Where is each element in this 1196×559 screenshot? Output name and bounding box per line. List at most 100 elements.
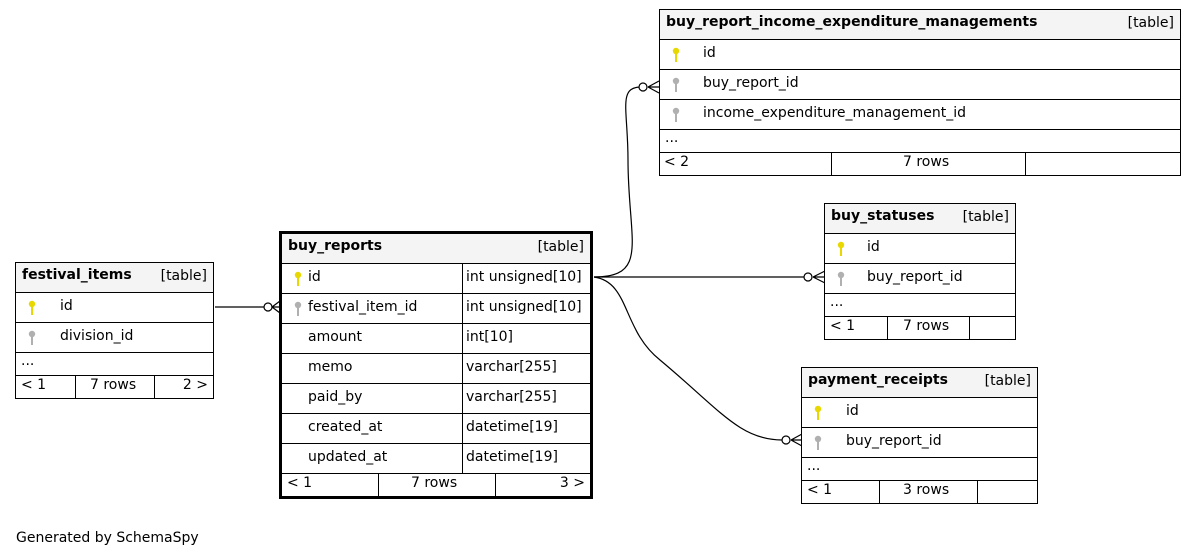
column-type-cell: datetime[19] xyxy=(462,414,558,443)
crowfoot-marker xyxy=(812,270,826,284)
children-link[interactable] xyxy=(1025,153,1180,175)
column-type: varchar[255] xyxy=(466,359,557,375)
table-header: buy_statuses [table] xyxy=(825,204,1015,234)
row-count-text: 7 rows xyxy=(90,377,137,393)
column-type-cell: varchar[255] xyxy=(462,384,557,413)
parents-count: < 2 xyxy=(664,154,690,170)
children-count: 3 > xyxy=(559,475,585,491)
table-name[interactable]: buy_statuses xyxy=(831,208,935,224)
column-row[interactable]: memo varchar[255] xyxy=(282,354,590,384)
column-name: buy_report_id xyxy=(867,269,963,285)
column-name: memo xyxy=(308,359,353,375)
children-link[interactable]: 2 > xyxy=(154,376,213,398)
zero-marker xyxy=(803,272,813,282)
column-name: amount xyxy=(308,329,363,345)
crowfoot-marker xyxy=(790,433,803,447)
column-name: created_at xyxy=(308,419,383,435)
column-name: paid_by xyxy=(308,389,363,405)
column-name: id xyxy=(867,239,880,255)
column-row[interactable]: buy_report_id xyxy=(660,70,1180,100)
children-link[interactable] xyxy=(969,317,1015,339)
column-type: int unsigned[10] xyxy=(466,299,582,315)
column-row[interactable]: id xyxy=(825,234,1015,264)
primary-key-icon xyxy=(814,405,822,420)
column-row[interactable]: updated_at datetime[19] xyxy=(282,444,590,474)
children-link[interactable]: 3 > xyxy=(495,474,590,496)
table-kind: [table] xyxy=(962,209,1009,225)
column-row[interactable]: paid_by varchar[255] xyxy=(282,384,590,414)
column-name: id xyxy=(846,403,859,419)
zero-marker xyxy=(781,435,791,445)
column-name: id xyxy=(703,45,716,61)
children-count: 2 > xyxy=(182,377,208,393)
column-row[interactable]: division_id xyxy=(16,323,213,353)
parents-link[interactable]: < 1 xyxy=(282,474,379,496)
column-type: int unsigned[10] xyxy=(466,269,582,285)
column-name: updated_at xyxy=(308,449,388,465)
column-row[interactable]: id int unsigned[10] xyxy=(282,264,590,294)
table-footer: < 1 7 rows 2 > xyxy=(16,376,213,398)
row-count: 7 rows xyxy=(887,317,970,339)
table-header: payment_receipts [table] xyxy=(802,368,1037,398)
table-footer: < 1 7 rows xyxy=(825,317,1015,339)
column-row[interactable]: id xyxy=(802,398,1037,428)
crowfoot-marker xyxy=(647,80,660,94)
table-buy-statuses[interactable]: buy_statuses [table] id buy_report_id ..… xyxy=(824,203,1016,340)
row-count: 3 rows xyxy=(879,481,978,503)
table-name[interactable]: payment_receipts xyxy=(808,372,948,388)
column-row[interactable]: buy_report_id xyxy=(825,264,1015,294)
foreign-key-icon xyxy=(837,271,845,286)
column-row[interactable]: income_expenditure_management_id xyxy=(660,100,1180,130)
row-count-text: 7 rows xyxy=(903,154,950,170)
column-name: id xyxy=(60,298,73,314)
column-row[interactable]: id xyxy=(16,293,213,323)
row-count: 7 rows xyxy=(378,474,496,496)
table-payment-receipts[interactable]: payment_receipts [table] id buy_report_i… xyxy=(801,367,1038,504)
row-count: 7 rows xyxy=(75,376,155,398)
children-link[interactable] xyxy=(977,481,1037,503)
table-header: buy_report_income_expenditure_management… xyxy=(660,10,1180,40)
column-row[interactable]: created_at datetime[19] xyxy=(282,414,590,444)
table-buy-report-income-expenditure-managements[interactable]: buy_report_income_expenditure_management… xyxy=(659,9,1181,176)
column-type: datetime[19] xyxy=(466,419,558,435)
ellipsis-text: ... xyxy=(21,353,35,369)
parents-link[interactable]: < 1 xyxy=(802,481,880,503)
column-row[interactable]: festival_item_id int unsigned[10] xyxy=(282,294,590,324)
column-name: income_expenditure_management_id xyxy=(703,105,967,121)
parents-link[interactable]: < 1 xyxy=(825,317,888,339)
parents-link[interactable]: < 1 xyxy=(16,376,76,398)
primary-key-icon xyxy=(28,300,36,315)
column-name: division_id xyxy=(60,328,134,344)
more-columns-ellipsis: ... xyxy=(660,130,1180,153)
table-kind: [table] xyxy=(984,373,1031,389)
column-row[interactable]: buy_report_id xyxy=(802,428,1037,458)
table-buy-reports[interactable]: buy_reports [table] id int unsigned[10] … xyxy=(279,231,593,499)
primary-key-icon xyxy=(672,47,680,62)
table-name[interactable]: buy_report_income_expenditure_management… xyxy=(666,14,1038,30)
column-name: id xyxy=(308,269,321,285)
foreign-key-icon xyxy=(672,77,680,92)
foreign-key-icon xyxy=(294,301,302,316)
zero-marker xyxy=(638,82,648,92)
table-kind: [table] xyxy=(537,239,584,255)
column-type-cell: varchar[255] xyxy=(462,354,557,383)
relation-buy-reports-payment-receipts xyxy=(593,276,783,441)
table-name[interactable]: buy_reports xyxy=(288,238,383,254)
foreign-key-icon xyxy=(28,330,36,345)
column-row[interactable]: amount int[10] xyxy=(282,324,590,354)
column-name: festival_item_id xyxy=(308,299,418,315)
table-name[interactable]: festival_items xyxy=(22,267,132,283)
table-festival-items[interactable]: festival_items [table] id division_id ..… xyxy=(15,262,214,399)
table-footer: < 2 7 rows xyxy=(660,153,1180,175)
table-kind: [table] xyxy=(1127,15,1174,31)
column-type: datetime[19] xyxy=(466,449,558,465)
row-count-text: 3 rows xyxy=(903,482,950,498)
generator-caption: Generated by SchemaSpy xyxy=(16,530,199,546)
ellipsis-text: ... xyxy=(830,294,844,310)
column-row[interactable]: id xyxy=(660,40,1180,70)
zero-marker xyxy=(263,302,273,312)
column-type-cell: int unsigned[10] xyxy=(462,264,582,293)
parents-link[interactable]: < 2 xyxy=(660,153,832,175)
column-type: varchar[255] xyxy=(466,389,557,405)
column-type-cell: int[10] xyxy=(462,324,513,353)
